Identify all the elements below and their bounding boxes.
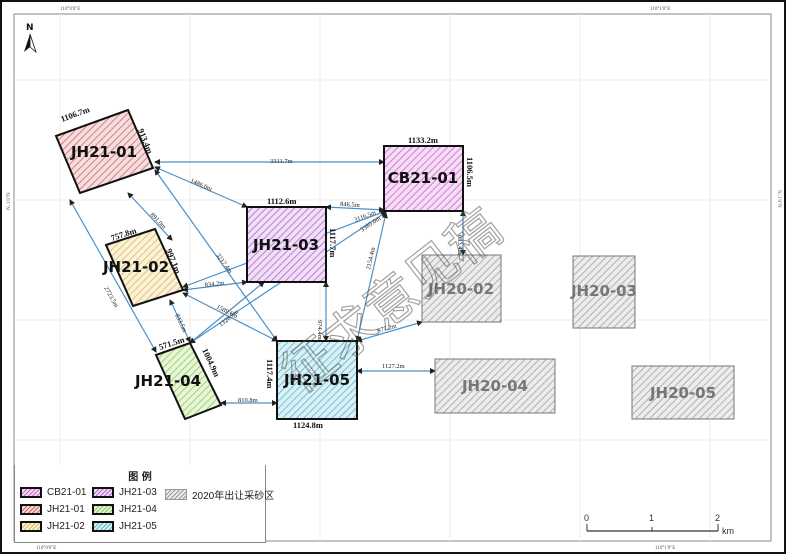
distance-label: 974.4m (316, 320, 323, 340)
dimension-label: 1112.6m (267, 196, 297, 206)
parcel-shape (246, 206, 327, 283)
parcel-shape (631, 365, 735, 420)
parcel-shape (434, 358, 556, 414)
legend-swatch-icon (92, 504, 114, 515)
coord-label-top-left: 110°0'0"E (60, 7, 80, 12)
parcel-shape (54, 108, 155, 195)
coord-label-right: N..1'0"N (776, 190, 781, 208)
parcel-jh21-05: JH21-05 1124.8m 1117.4m (265, 340, 358, 430)
distance-label: 833.5m (173, 313, 188, 334)
dimension-label: 1106.7m (59, 104, 91, 124)
legend-title: 图 例 (128, 472, 152, 483)
parcel-jh21-03: JH21-03 1112.6m 1117.7m (246, 196, 338, 283)
distance-label: 1486.0m (189, 177, 213, 193)
parcel-label: CB21-01 (388, 169, 458, 187)
legend-swatch-icon (92, 521, 114, 532)
parcel-shape (104, 227, 185, 308)
parcel-label: JH20-05 (649, 384, 716, 402)
parcel-label: JH21-01 (70, 143, 137, 161)
distance-label: 834.2m (204, 280, 224, 289)
distance-label: 846.5m (340, 201, 360, 209)
dimension-label: 1106.5m (465, 157, 475, 187)
coord-label-bottom-left: 110°0'0"E (36, 546, 56, 551)
distance-label: 891.0m (149, 212, 168, 231)
coord-label-left: N..1'0"N (7, 192, 12, 210)
parcel-shape (572, 255, 636, 329)
coord-label-top-right: 110°1'0"E (650, 7, 670, 12)
legend-swatch-icon (20, 487, 42, 498)
dimension-label: 1124.8m (293, 420, 323, 430)
parcel-label: JH20-02 (427, 280, 494, 298)
legend-item-jh21-04: JH21-04 (92, 504, 157, 515)
parcel-jh20-02: JH20-02 (421, 254, 502, 323)
parcel-jh20-03: JH20-03 (570, 255, 637, 329)
parcel-jh20-04: JH20-04 (434, 358, 556, 414)
parcel-shape (383, 145, 464, 212)
link-jh21-04-jh21-03 (189, 281, 265, 344)
link-jh21-05-cb21-01 (355, 212, 388, 342)
parcel-label: JH21-02 (102, 258, 169, 276)
parcel-label: JH20-04 (461, 377, 528, 395)
north-label: N (26, 23, 34, 33)
parcel-label: JH21-05 (283, 371, 350, 389)
legend-item-jh21-03: JH21-03 (92, 487, 157, 498)
legend-swatch-icon (20, 521, 42, 532)
legend-item-cb21-01: CB21-01 (20, 487, 86, 498)
legend-item-jh21-02: JH21-02 (20, 521, 85, 532)
distance-label: 2723.5m (102, 286, 119, 309)
distance-label: 2154.4m (365, 247, 377, 271)
legend-item-2020-areas: 2020年出让采砂区 (165, 487, 274, 502)
legend-swatch-icon (92, 487, 114, 498)
dimension-label: 1117.7m (328, 228, 338, 258)
dimension-label: 1133.2m (408, 135, 438, 145)
distance-label: 1127.2m (382, 363, 405, 370)
parcel-label: JH21-04 (134, 372, 201, 390)
scale-tick-0: 0 (584, 513, 589, 523)
coord-label-bottom-right: 110°1'0"E (655, 546, 675, 551)
parcel-shape (154, 341, 223, 421)
link-jh21-02-jh21-04 (169, 299, 191, 343)
parcel-jh20-05: JH20-05 (631, 365, 735, 420)
legend-item-jh21-01: JH21-01 (20, 504, 85, 515)
legend-item-jh21-05: JH21-05 (92, 521, 157, 532)
distance-label: 810.8m (238, 397, 258, 404)
legend: 图 例 CB21-01 JH21-01 JH21-02 JH21-03 JH21… (14, 465, 274, 543)
parcels: JH21-011106.7m913.4mJH21-02757.8m997.1mJ… (54, 104, 735, 430)
legend-swatch-icon (165, 489, 187, 500)
link-jh21-05-jh20-02 (356, 320, 423, 343)
parcel-shape (276, 340, 358, 420)
dimension-label: 1117.4m (265, 359, 275, 389)
link-jh21-03-cb21-01 (325, 204, 385, 213)
parcel-shape (421, 254, 502, 323)
scale-unit: km (722, 526, 734, 536)
scale-tick-1: 1 (649, 513, 654, 523)
distance-label: 3311.7m (270, 158, 293, 165)
parcel-cb21-01: CB21-01 1133.2m 1106.5m (383, 135, 475, 212)
link-jh21-01-jh21-04 (69, 199, 157, 353)
legend-swatch-icon (20, 504, 42, 515)
parcel-label: JH20-03 (570, 282, 637, 300)
map-border (13, 13, 772, 542)
scale-bar: 0 1 2 km (584, 513, 734, 536)
parcel-label: JH21-03 (252, 236, 319, 254)
scale-tick-2: 2 (715, 513, 720, 523)
north-arrow-icon: N (24, 23, 37, 54)
distance-label: 633.4m (456, 235, 463, 255)
